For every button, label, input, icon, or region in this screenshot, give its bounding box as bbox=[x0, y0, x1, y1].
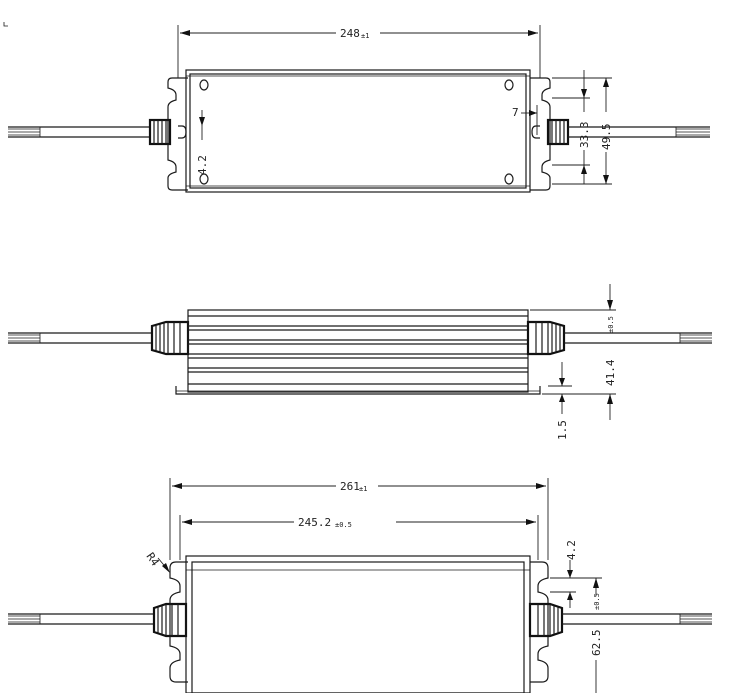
dim-label: 62.5 bbox=[590, 630, 603, 657]
dim-side-height: 41.4 ±0.5 bbox=[530, 284, 617, 420]
dim-bottom-height: 62.5 ±0.5 bbox=[550, 577, 603, 693]
side-housing bbox=[187, 309, 529, 393]
dim-slot-7: 7 bbox=[512, 105, 538, 135]
dim-tolerance: ±0.5 bbox=[607, 316, 615, 333]
dim-label: 49.5 bbox=[600, 124, 613, 151]
dim-label: 4.2 bbox=[565, 540, 578, 560]
top-left-cable bbox=[8, 118, 172, 146]
mount-hole bbox=[504, 79, 514, 91]
dim-label: 245.2 bbox=[298, 516, 331, 529]
dim-label: 41.4 bbox=[604, 359, 617, 386]
top-housing bbox=[185, 69, 531, 193]
dim-bottom-outer-width: 261 ±1 bbox=[169, 478, 549, 560]
dim-top-slot-width: 4.2 bbox=[196, 110, 209, 175]
dim-tolerance: ±0.5 bbox=[335, 521, 352, 529]
dim-label: 4.2 bbox=[196, 155, 209, 175]
dim-label: 261 bbox=[340, 480, 360, 493]
bottom-housing bbox=[185, 555, 531, 693]
dim-label: 248 bbox=[340, 27, 360, 40]
dim-side-flange: 1.5 bbox=[548, 362, 572, 440]
mount-hole bbox=[504, 173, 514, 185]
dim-label: 33.3 bbox=[578, 122, 591, 149]
dim-tolerance: ±1 bbox=[359, 485, 367, 493]
bottom-view: 261 ±1 245.2 ±0.5 R4 bbox=[8, 478, 712, 693]
dim-label: 7 bbox=[512, 106, 519, 119]
dim-label: 1.5 bbox=[556, 420, 569, 440]
dim-tolerance: ±0.5 bbox=[593, 593, 601, 610]
dim-top-heights: 33.3 49.5 bbox=[552, 70, 613, 185]
top-view: 248 ±1 7 4.2 33.3 bbox=[8, 25, 710, 193]
dim-tolerance: ±1 bbox=[361, 32, 369, 40]
dim-bottom-inner-width: 245.2 ±0.5 bbox=[179, 515, 539, 560]
mount-hole bbox=[199, 79, 209, 91]
top-right-cable bbox=[546, 118, 710, 146]
mount-hole bbox=[199, 173, 209, 185]
corner-mark bbox=[3, 22, 8, 27]
dim-bottom-slot: 4.2 bbox=[550, 540, 578, 608]
side-view: 41.4 ±0.5 1.5 bbox=[8, 284, 712, 440]
dim-radius: R4 bbox=[144, 550, 170, 573]
dim-top-width: 248 ±1 bbox=[177, 25, 541, 78]
